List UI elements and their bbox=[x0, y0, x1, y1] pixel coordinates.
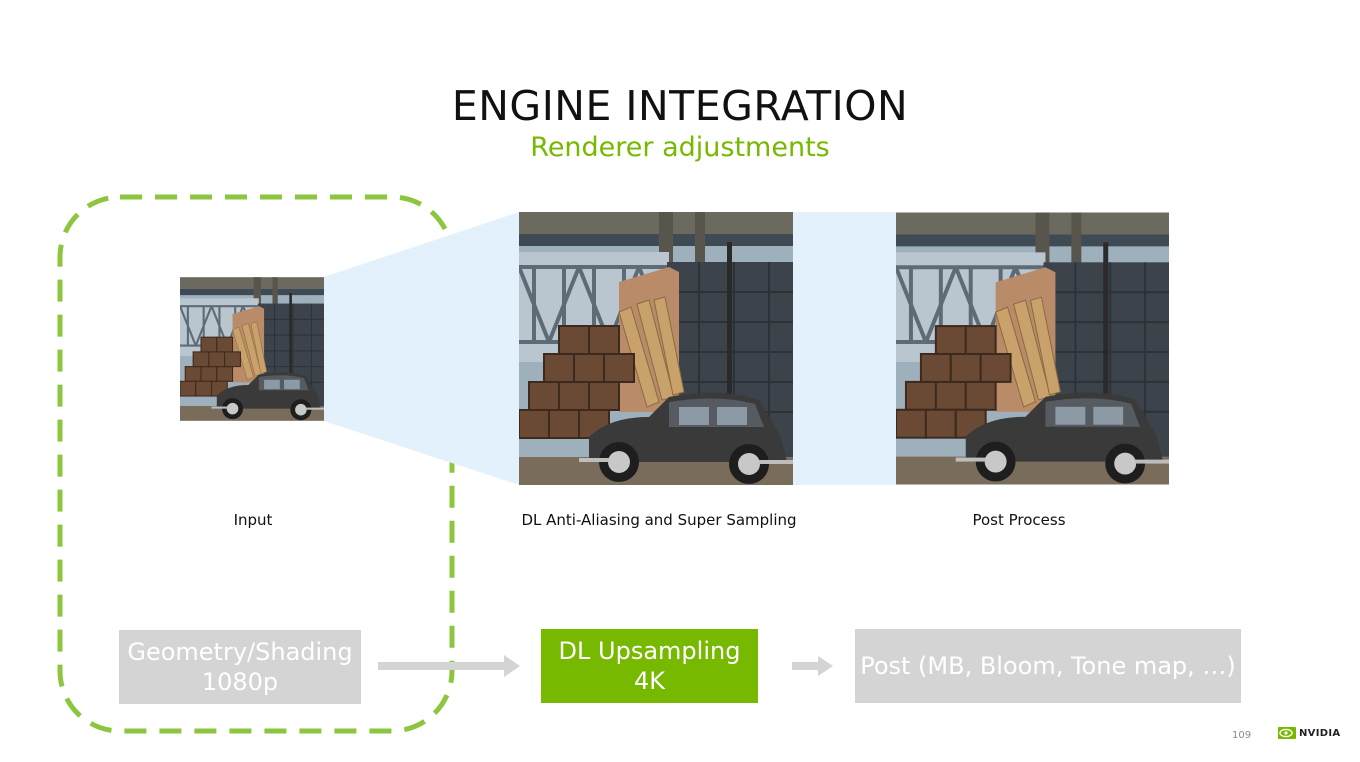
zoom-projection bbox=[324, 212, 519, 485]
nvidia-logo-text: NVIDIA bbox=[1299, 727, 1341, 739]
caption-dl-aa-super-sampling: DL Anti-Aliasing and Super Sampling bbox=[521, 511, 797, 529]
post-pipeline-box: Post (MB, Bloom, Tone map, …) bbox=[855, 629, 1241, 703]
slide-title: ENGINE INTEGRATION bbox=[451, 82, 909, 130]
geometry-resolution-label: 1080p bbox=[201, 668, 279, 696]
slide-subtitle: Renderer adjustments bbox=[530, 132, 830, 163]
dl-upsampling-resolution-label: 4K bbox=[633, 667, 665, 695]
page-number: 109 bbox=[1232, 730, 1252, 741]
dl-upsampling-box: DL Upsampling 4K bbox=[541, 629, 758, 703]
input-image bbox=[180, 277, 324, 421]
geometry-shading-label: Geometry/Shading bbox=[127, 638, 353, 666]
dl-upsampling-label: DL Upsampling bbox=[558, 637, 741, 665]
upsampled-image bbox=[519, 212, 793, 485]
nvidia-logo: NVIDIA bbox=[1278, 727, 1340, 739]
caption-post-process: Post Process bbox=[972, 511, 1066, 529]
arrow-right-icon bbox=[378, 655, 520, 677]
post-pipeline-label: Post (MB, Bloom, Tone map, …) bbox=[860, 652, 1236, 680]
caption-input: Input bbox=[233, 511, 273, 529]
nvidia-eye-icon bbox=[1278, 727, 1296, 739]
post-process-image bbox=[896, 212, 1169, 485]
geometry-shading-box: Geometry/Shading 1080p bbox=[119, 630, 361, 704]
arrow-right-icon bbox=[792, 656, 833, 676]
pass-through-band bbox=[792, 212, 896, 485]
